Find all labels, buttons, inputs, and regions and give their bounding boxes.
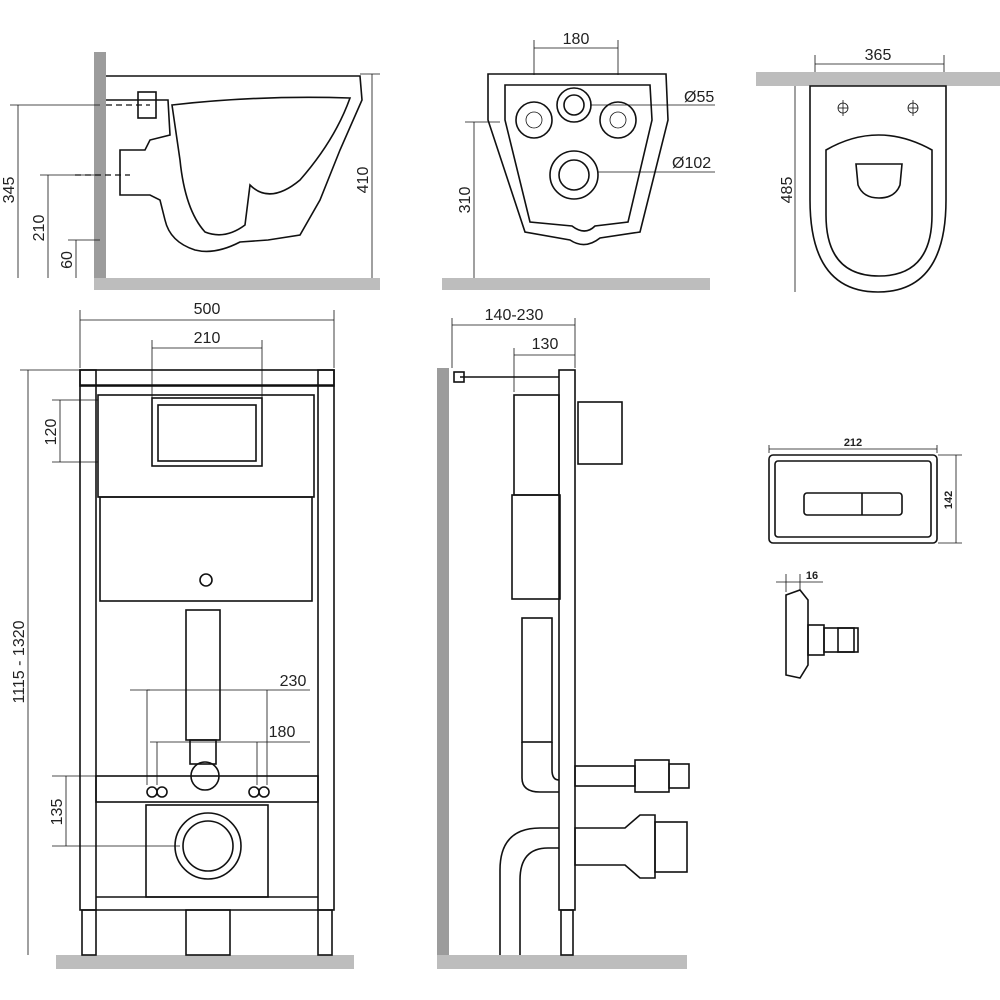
- dim-1115-1320: 1115 - 1320: [11, 620, 28, 703]
- dim-180-rear: 180: [563, 31, 590, 48]
- side-bowl-view: 345 210 60 410: [1, 52, 380, 290]
- rear-outline: [487, 73, 669, 246]
- dim-60: 60: [59, 251, 76, 269]
- dim-130: 130: [532, 336, 559, 353]
- dim-310: 310: [457, 187, 474, 214]
- dim-210-frame: 210: [194, 330, 221, 347]
- dim-500: 500: [194, 301, 221, 318]
- floor-section: [442, 278, 710, 290]
- wall-top: [756, 72, 1000, 86]
- frame-front-view: 500 210 120 230 180 135 1115 - 1320: [11, 301, 354, 969]
- dim-230: 230: [280, 673, 307, 690]
- dim-135: 135: [49, 799, 66, 826]
- dim-16: 16: [806, 570, 818, 582]
- wall-section: [94, 52, 106, 290]
- flush-key: [803, 492, 903, 516]
- outlet-102: [549, 150, 599, 200]
- flush-plate: [768, 454, 938, 544]
- dim-210-side: 210: [31, 215, 48, 242]
- inlet-55: [556, 87, 592, 123]
- cistern-cover: [99, 496, 313, 602]
- floor-section: [94, 278, 380, 290]
- dim-180-frame: 180: [269, 724, 296, 741]
- dim-410: 410: [355, 167, 372, 194]
- dim-120: 120: [43, 419, 60, 446]
- dim-140-230: 140-230: [485, 307, 544, 324]
- wall-side: [437, 368, 449, 968]
- bowl-inner: [171, 96, 352, 236]
- drain-outlet: [174, 812, 242, 880]
- dim-d102: Ø102: [672, 155, 711, 172]
- bowl-outline: [106, 75, 363, 253]
- dim-365: 365: [865, 47, 892, 64]
- dim-345: 345: [1, 177, 18, 204]
- dim-d55: Ø55: [684, 89, 714, 106]
- flush-button-view: 212 142 16: [768, 437, 962, 679]
- dim-142: 142: [943, 491, 955, 509]
- dim-485: 485: [779, 177, 796, 204]
- top-bowl-view: 365 485: [756, 47, 1000, 293]
- rear-bowl-view: 180 Ø55 Ø102 310: [442, 31, 715, 290]
- top-outline: [809, 85, 947, 293]
- floor-side: [437, 955, 687, 969]
- dim-212: 212: [844, 437, 862, 449]
- frame-side-view: 140-230 130: [437, 307, 690, 969]
- floor-front: [56, 955, 354, 969]
